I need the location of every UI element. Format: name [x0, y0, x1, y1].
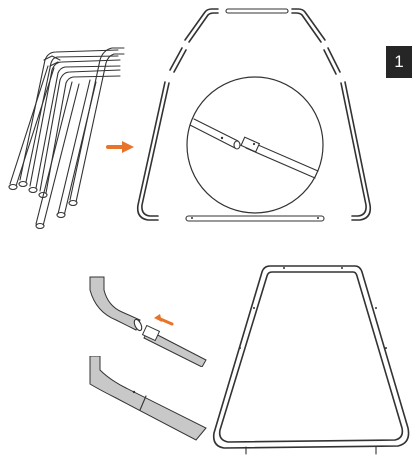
bottom-bar	[185, 215, 325, 222]
upper-side-right	[323, 47, 341, 75]
upper-side-left	[169, 47, 187, 73]
assembled-frame	[212, 265, 410, 455]
assembly-arrow-icon	[106, 141, 134, 153]
lower-side-left	[136, 81, 170, 221]
lower-side-right	[340, 81, 372, 221]
step-number-badge: 1	[386, 46, 412, 78]
top-corner-left	[184, 8, 219, 43]
bent-tube-3	[38, 69, 121, 199]
straight-tube-4	[56, 79, 97, 219]
bent-tube-2	[28, 59, 121, 194]
connection-detail-top	[89, 276, 207, 367]
exploded-frame	[136, 8, 372, 222]
tube-bundle	[8, 47, 125, 230]
top-bar	[225, 8, 289, 14]
straight-tube-1	[8, 65, 55, 191]
tube-caps	[43, 55, 61, 67]
straight-tube-3	[35, 81, 80, 230]
connection-detail-bottom	[89, 356, 207, 441]
detail-magnifier-circle	[186, 76, 324, 214]
top-corner-right	[291, 8, 326, 43]
straight-tube-2	[68, 47, 125, 207]
